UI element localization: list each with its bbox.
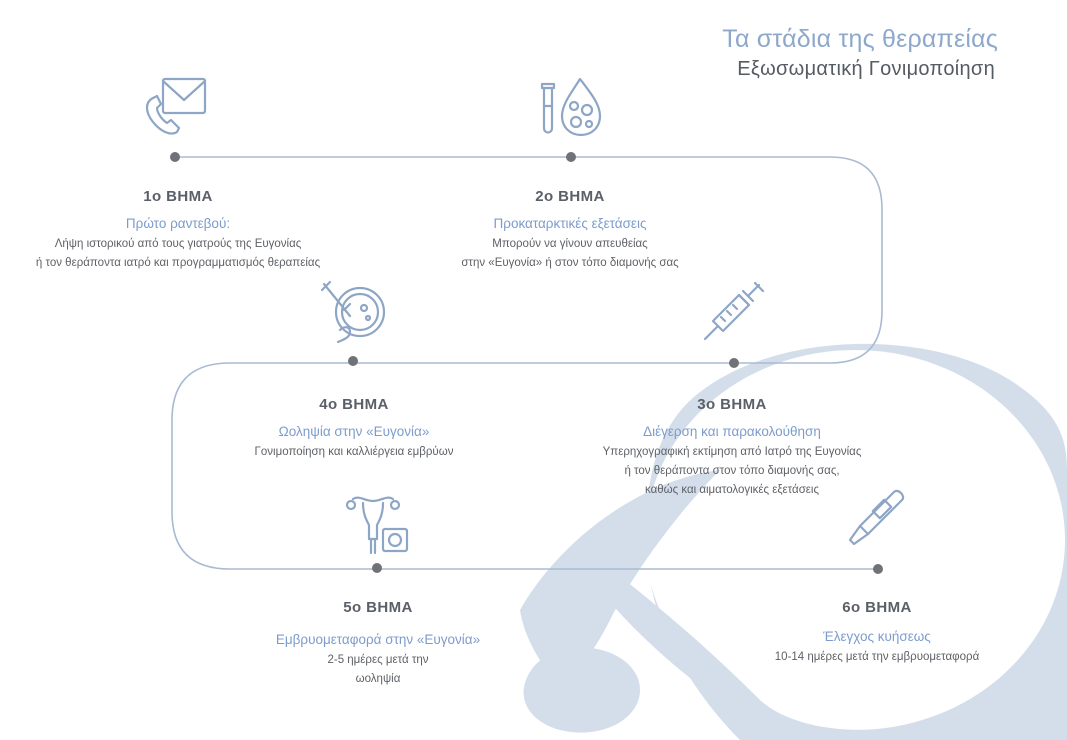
path-line [171,156,883,570]
step-heading: Πρώτο ραντεβού: [125,216,231,231]
step-dot-1 [170,152,180,162]
step-6: 6ο ΒΗΜΑ Έλεγχος κυήσεως 10-14 ημέρες μετ… [775,599,979,667]
step-desc-line: 10-14 ημέρες μετά την εμβρυομεταφορά [774,651,980,663]
step-description: Μπορούν να γίνουν απευθείας στην «Ευγονί… [461,235,678,273]
step-desc-line: ή τον θεράποντα ιατρό και προγραμματισμό… [35,257,321,269]
page-title: Τα στάδια της θεραπείας [722,25,998,53]
step-heading: Εμβρυομεταφορά στην «Ευγονία» [275,632,481,647]
step-dot-5 [372,563,382,573]
step-description: Υπερηχογραφική εκτίμηση από Ιατρό της Ευ… [603,443,862,500]
step-label: 5ο ΒΗΜΑ [343,599,413,616]
blood-test-icon [540,77,602,137]
step-5: 5ο ΒΗΜΑ Εμβρυομεταφορά στην «Ευγονία» 2-… [276,599,480,689]
step-description: Λήψη ιστορικού από τους γιατρούς της Ευγ… [36,235,320,273]
step-4: 4ο ΒΗΜΑ Ωοληψία στην «Ευγονία» Γονιμοποί… [255,396,454,462]
step-1: 1ο ΒΗΜΑ Πρώτο ραντεβού: Λήψη ιστορικού α… [36,188,320,273]
step-label: 2ο ΒΗΜΑ [535,188,605,205]
step-dot-3 [729,358,739,368]
step-heading: Προκαταρκτικές εξετάσεις [493,216,647,231]
step-2: 2ο ΒΗΜΑ Προκαταρκτικές εξετάσεις Μπορούν… [461,188,678,273]
step-desc-line: στην «Ευγονία» ή στον τόπο διαμονής σας [461,257,679,269]
step-dot-2 [566,152,576,162]
step-desc-line: Μπορούν να γίνουν απευθείας [492,238,648,250]
step-label: 3ο ΒΗΜΑ [697,396,767,413]
step-desc-line: 2-5 ημέρες μετά την [327,654,429,666]
step-desc-line: ωοληψία [355,673,401,685]
step-desc-line: ή τον θεράποντα στον τόπο διαμονής σας, [624,465,840,477]
step-heading: Διέγερση και παρακολούθηση [643,424,821,439]
step-dot-6 [873,564,883,574]
page-subtitle: Εξωσωματική Γονιμοποίηση [737,58,995,80]
thermometer-icon [848,489,905,546]
step-desc-line: Υπερηχογραφική εκτίμηση από Ιατρό της Ευ… [602,446,862,458]
petri-dish-icon [320,280,386,344]
step-label: 4ο ΒΗΜΑ [319,396,389,413]
step-desc-line: καθώς και αιματολογικές εξετάσεις [644,484,820,496]
step-desc-line: Γονιμοποίηση και καλλιέργεια εμβρύων [254,446,454,458]
step-3: 3ο ΒΗΜΑ Διέγερση και παρακολούθηση Υπερη… [603,396,862,500]
step-heading: Ωοληψία στην «Ευγονία» [278,424,430,439]
step-label: 1ο ΒΗΜΑ [143,188,213,205]
step-heading: Έλεγχος κυήσεως [823,629,931,644]
step-dot-4 [348,356,358,366]
step-desc-line: Λήψη ιστορικού από τους γιατρούς της Ευγ… [54,238,302,250]
step-description: Γονιμοποίηση και καλλιέργεια εμβρύων [255,443,454,462]
step-label: 6ο ΒΗΜΑ [842,599,912,616]
syringe-icon [703,281,765,341]
step-description: 2-5 ημέρες μετά την ωοληψία [276,651,480,689]
phone-envelope-icon [145,77,207,135]
step-description: 10-14 ημέρες μετά την εμβρυομεταφορά [775,648,979,667]
uterus-transfer-icon [345,496,409,555]
